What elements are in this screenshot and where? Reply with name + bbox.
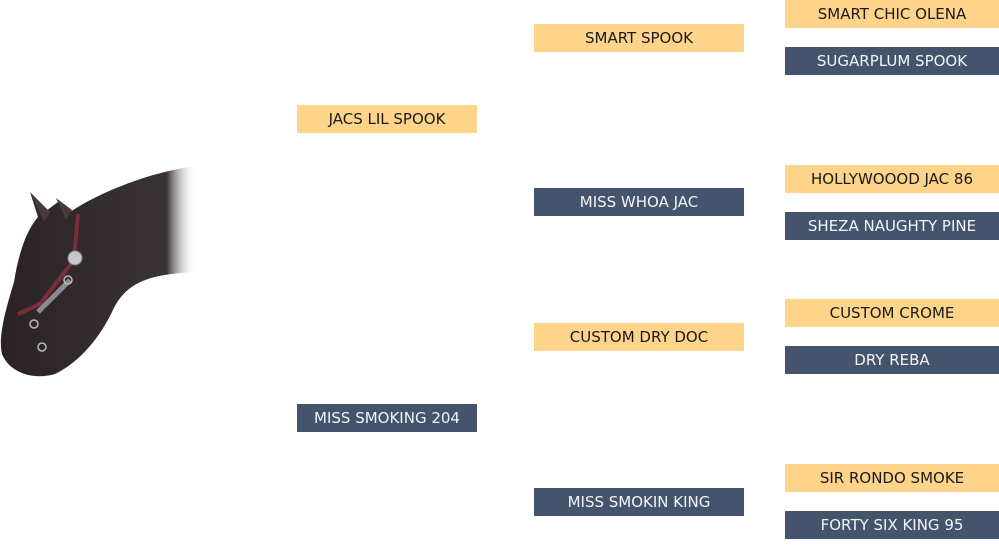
sire-dam-dam-box: SHEZA NAUGHTY PINE xyxy=(785,212,999,240)
sire-sire-dam-box: SUGARPLUM SPOOK xyxy=(785,47,999,75)
dam-dam-sire-box: SIR RONDO SMOKE xyxy=(785,464,999,492)
dam-sire-box: CUSTOM DRY DOC xyxy=(534,323,744,351)
sire-dam-sire-box: HOLLYWOOOD JAC 86 xyxy=(785,165,999,193)
dam-dam-box: MISS SMOKIN KING xyxy=(534,488,744,516)
dam-sire-sire-box: CUSTOM CROME xyxy=(785,299,999,327)
dam-sire-dam-box: DRY REBA xyxy=(785,346,999,374)
dam-box: MISS SMOKING 204 xyxy=(297,404,477,432)
horse-head-image xyxy=(0,162,200,380)
dam-dam-dam-box: FORTY SIX KING 95 xyxy=(785,511,999,539)
sire-dam-box: MISS WHOA JAC xyxy=(534,188,744,216)
sire-box: JACS LIL SPOOK xyxy=(297,105,477,133)
sire-sire-sire-box: SMART CHIC OLENA xyxy=(785,0,999,28)
sire-sire-box: SMART SPOOK xyxy=(534,24,744,52)
